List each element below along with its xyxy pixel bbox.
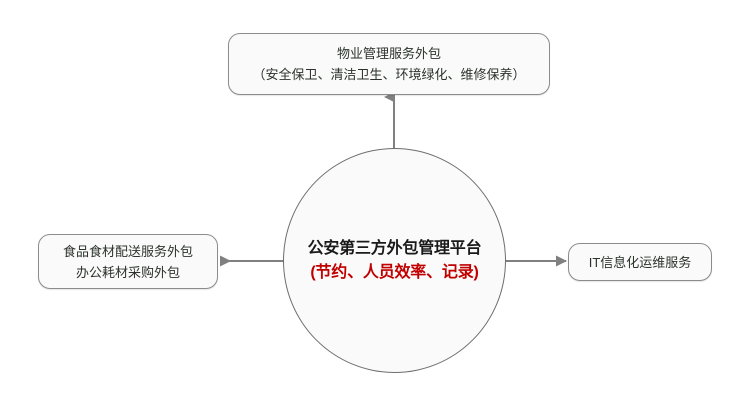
node-top-line-2: （安全保卫、清洁卫生、环境绿化、维修保养） <box>252 67 526 82</box>
node-right-line-1: IT信息化运维服务 <box>588 254 692 270</box>
node-property-management-outsourcing[interactable]: 物业管理服务外包 （安全保卫、清洁卫生、环境绿化、维修保养） <box>228 33 550 95</box>
node-left-line-2: 办公耗材采购外包 <box>75 264 180 280</box>
center-subtitle: (节约、人员效率、记录) <box>310 263 479 281</box>
node-food-and-office-supplies-outsourcing[interactable]: 食品食材配送服务外包 办公耗材采购外包 <box>38 234 218 289</box>
node-left-line-1: 食品食材配送服务外包 <box>62 243 193 259</box>
node-central-platform[interactable]: 公安第三方外包管理平台 (节约、人员效率、记录) <box>283 148 506 373</box>
node-top-line-1: 物业管理服务外包 <box>336 46 441 61</box>
center-title: 公安第三方外包管理平台 <box>307 239 482 257</box>
node-it-operations-service[interactable]: IT信息化运维服务 <box>568 243 712 281</box>
